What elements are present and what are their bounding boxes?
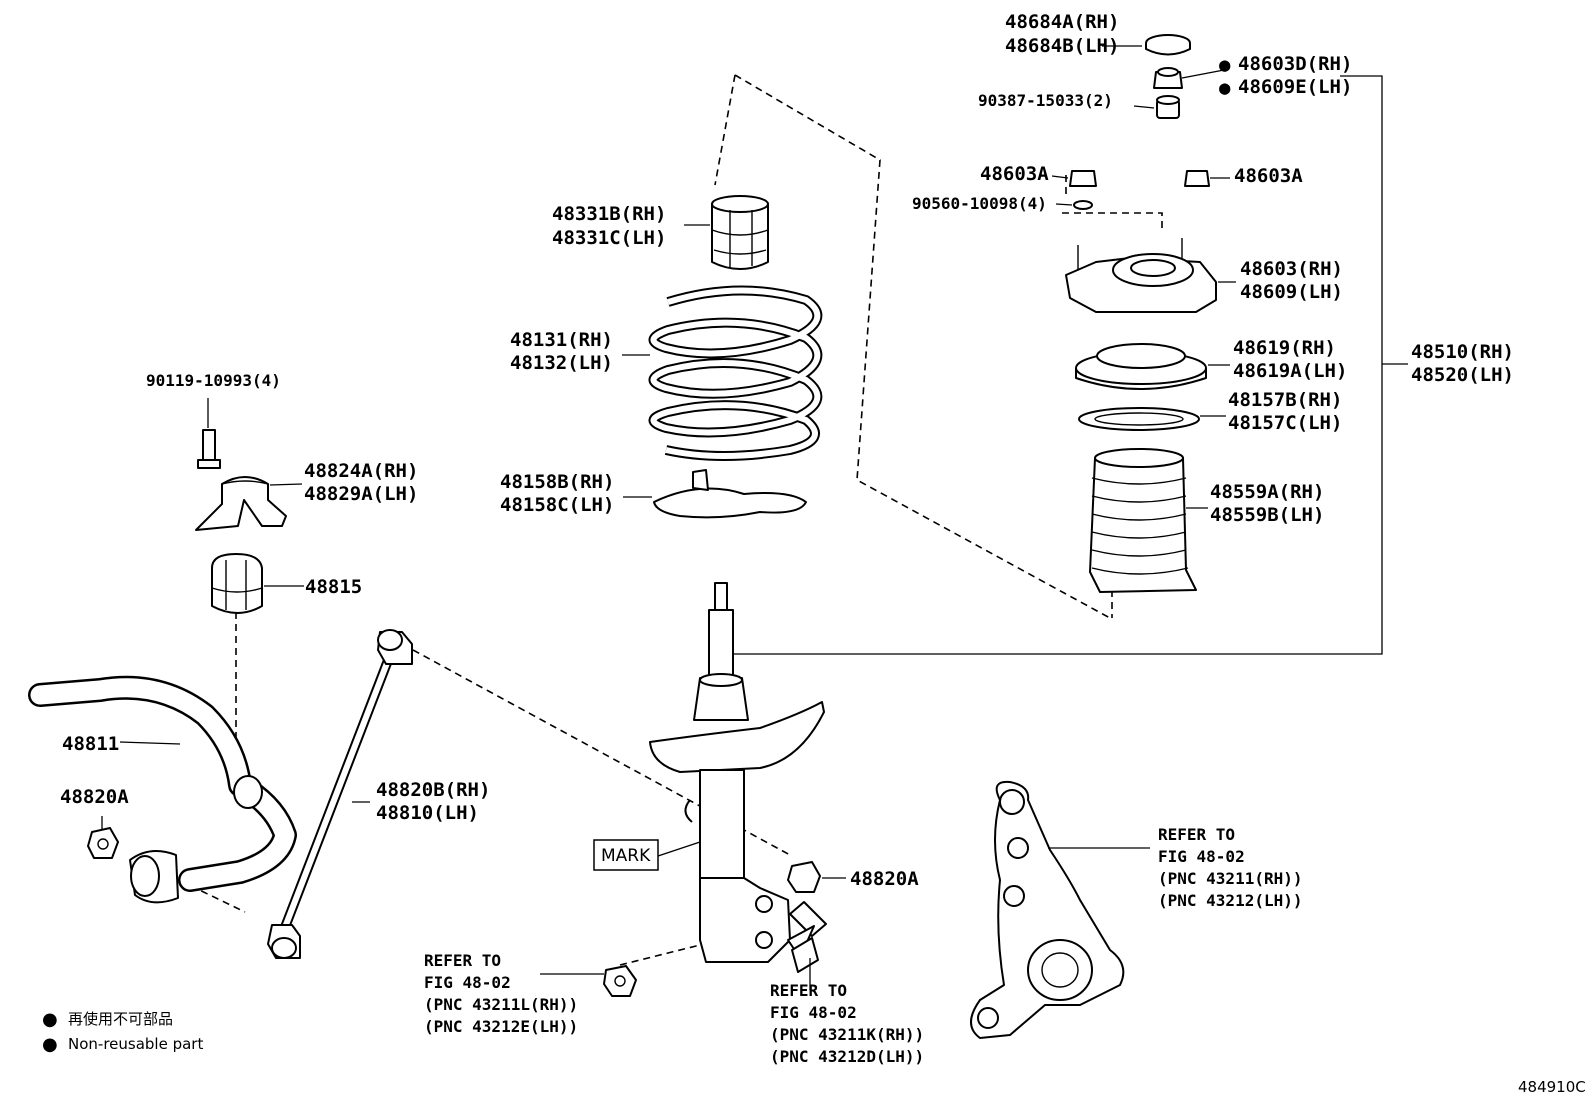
- label-48331-lh: 48331C(LH): [552, 227, 666, 249]
- bolt-refer-drawing: [787, 901, 827, 973]
- shock-absorber-drawing: [649, 582, 825, 963]
- label-48559-lh: 48559B(LH): [1210, 504, 1324, 526]
- legend-text-jp: 再使用不可部品: [68, 1010, 173, 1028]
- label-48157-lh: 48157C(LH): [1228, 412, 1342, 434]
- cap-48684-drawing: [1145, 34, 1191, 56]
- bracket-48824-drawing: [195, 476, 287, 531]
- label-48157-rh: 48157B(RH): [1228, 389, 1342, 411]
- stabilizer-bar-48811-drawing: [28, 675, 297, 904]
- label-48520-lh: 48520(LH): [1411, 364, 1514, 386]
- refer-knuckle-line2: FIG 48-02: [1158, 847, 1245, 866]
- refer-bolt-line1: REFER TO: [770, 981, 847, 1000]
- label-48820a-left: 48820A: [60, 786, 129, 808]
- insulator-48157-drawing: [1078, 407, 1200, 431]
- steering-knuckle-drawing: [970, 780, 1125, 1039]
- label-48603-rh: 48603(RH): [1240, 258, 1343, 280]
- assembly-bracket-48510: [725, 75, 1408, 655]
- bump-stopper-48331-drawing: [711, 195, 769, 270]
- label-48684-rh: 48684A(RH): [1005, 11, 1119, 33]
- label-48559-rh: 48559A(RH): [1210, 481, 1324, 503]
- refer-nut-line3: (PNC 43211L(RH)): [424, 995, 578, 1014]
- mark-box: [593, 839, 659, 871]
- label-48619a-lh: 48619A(LH): [1233, 360, 1347, 382]
- label-48603a-left: 48603A: [980, 163, 1049, 185]
- label-48619-rh: 48619(RH): [1233, 337, 1336, 359]
- refer-nut-line4: (PNC 43212E(LH)): [424, 1017, 578, 1036]
- label-48331-rh: 48331B(RH): [552, 203, 666, 225]
- nut-48820a-left-drawing: [87, 827, 119, 859]
- nut-refer-drawing: [603, 965, 637, 997]
- washer-90560-drawing: [1073, 200, 1093, 210]
- stabilizer-link-48820b-drawing: [267, 629, 413, 959]
- leader-lines: [101, 45, 1236, 990]
- label-90387: 90387-15033(2): [978, 91, 1113, 110]
- nut-48603d-drawing: [1153, 67, 1183, 89]
- label-48810-lh: 48810(LH): [376, 802, 479, 824]
- label-48684-lh: 48684B(LH): [1005, 35, 1119, 57]
- label-48510-rh: 48510(RH): [1411, 341, 1514, 363]
- label-48811: 48811: [62, 733, 119, 755]
- legend: ● 再使用不可部品 ● Non-reusable part: [42, 1009, 203, 1055]
- label-mark: MARK: [601, 846, 651, 866]
- refer-knuckle-line3: (PNC 43211(RH)): [1158, 869, 1303, 888]
- label-48132-lh: 48132(LH): [510, 352, 613, 374]
- label-48603d-rh: 48603D(RH): [1238, 53, 1352, 75]
- bolt-90119-drawing: [197, 398, 221, 469]
- dust-boot-48559-drawing: [1089, 448, 1197, 593]
- refer-bolt-line4: (PNC 43212D(LH)): [770, 1047, 924, 1066]
- label-48131-rh: 48131(RH): [510, 329, 613, 351]
- nut-48603a-left-drawing: [1069, 170, 1097, 187]
- label-90119: 90119-10993(4): [146, 371, 281, 390]
- label-48609-lh: 48609(LH): [1240, 281, 1343, 303]
- label-48609e-lh: 48609E(LH): [1238, 76, 1352, 98]
- label-90560: 90560-10098(4): [912, 194, 1047, 213]
- collar-90387-drawing: [1156, 95, 1180, 119]
- label-48820b-rh: 48820B(RH): [376, 779, 490, 801]
- label-48158-rh: 48158B(RH): [500, 471, 614, 493]
- non-reusable-dot-icon: ●: [1219, 77, 1231, 99]
- non-reusable-dot-icon: ●: [1219, 54, 1231, 76]
- refer-bolt-line3: (PNC 43211K(RH)): [770, 1025, 924, 1044]
- part-labels: 48684A(RH) 48684B(LH) ● ● 48603D(RH) 486…: [60, 11, 1514, 1066]
- nut-48603a-right-drawing: [1184, 170, 1210, 187]
- nut-48820a-right-drawing: [787, 861, 821, 893]
- legend-dot-icon: ●: [42, 1034, 58, 1055]
- label-48820a-right: 48820A: [850, 868, 919, 890]
- spring-seat-48158-drawing: [653, 469, 807, 519]
- label-48824-rh: 48824A(RH): [304, 460, 418, 482]
- refer-nut-line2: FIG 48-02: [424, 973, 511, 992]
- label-48603a-right: 48603A: [1234, 165, 1303, 187]
- refer-nut-line1: REFER TO: [424, 951, 501, 970]
- bearing-48619-drawing: [1075, 343, 1207, 390]
- figure-code: 484910C: [1518, 1078, 1586, 1096]
- dashed-guide-lines: [157, 74, 1163, 966]
- refer-bolt-line2: FIG 48-02: [770, 1003, 857, 1022]
- label-48158-lh: 48158C(LH): [500, 494, 614, 516]
- label-48815: 48815: [305, 576, 362, 598]
- refer-knuckle-line1: REFER TO: [1158, 825, 1235, 844]
- legend-dot-icon: ●: [42, 1009, 58, 1030]
- coil-spring-48131-drawing: [648, 285, 823, 461]
- strut-mount-48603-drawing: [1065, 238, 1217, 313]
- refer-knuckle-line4: (PNC 43212(LH)): [1158, 891, 1303, 910]
- bushing-48815-drawing: [211, 553, 263, 614]
- label-48829-lh: 48829A(LH): [304, 483, 418, 505]
- legend-text-en: Non-reusable part: [68, 1035, 203, 1053]
